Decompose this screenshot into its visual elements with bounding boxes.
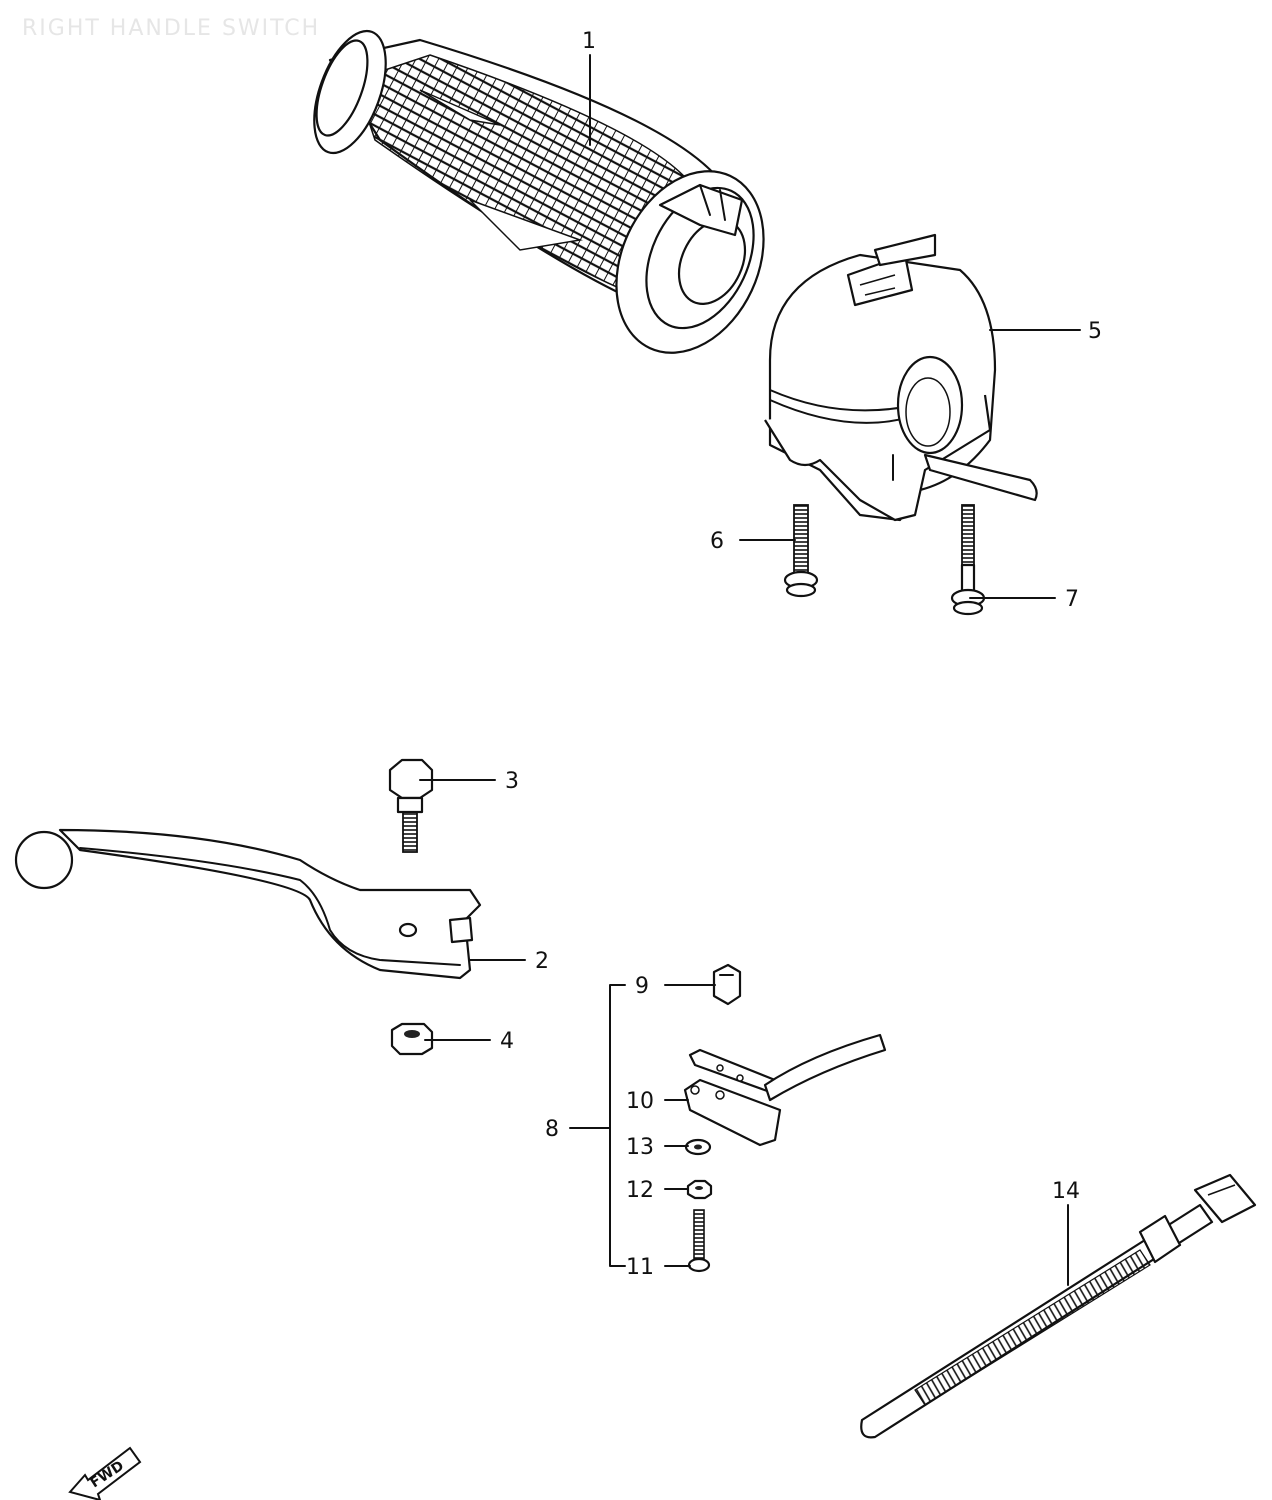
fwd-arrow: FWD — [68, 1446, 142, 1500]
callout-4: 4 — [500, 1029, 514, 1054]
callout-1: 1 — [582, 29, 596, 54]
diagram-title: RIGHT HANDLE SWITCH — [22, 16, 321, 41]
switch-screw — [687, 1209, 711, 1273]
throttle-grip — [313, 29, 765, 354]
callout-6: 6 — [710, 529, 724, 554]
screw-short — [783, 504, 819, 598]
callout-5: 5 — [1088, 319, 1102, 344]
callout-9: 9 — [635, 974, 649, 999]
switch-plunger — [712, 963, 742, 1006]
callout-14: 14 — [1052, 1179, 1080, 1204]
switch-body — [683, 1033, 887, 1147]
callout-8: 8 — [545, 1117, 559, 1142]
callout-7: 7 — [1065, 587, 1079, 612]
callout-11: 11 — [626, 1255, 654, 1280]
callout-12: 12 — [626, 1178, 654, 1203]
nut — [686, 1179, 713, 1200]
callout-labels: 1 2 3 4 5 6 7 8 9 10 11 12 13 14 — [500, 29, 1102, 1280]
washer — [684, 1138, 712, 1156]
screw-long — [950, 504, 986, 616]
callout-2: 2 — [535, 949, 549, 974]
cable-tie — [860, 1173, 1257, 1439]
callout-3: 3 — [505, 769, 519, 794]
callout-10: 10 — [626, 1089, 654, 1114]
handle-switch-housing — [764, 233, 1038, 522]
lever-nut — [390, 1022, 434, 1056]
callout-13: 13 — [626, 1135, 654, 1160]
lever-pivot-bolt — [388, 758, 434, 853]
leader-lines — [419, 54, 1081, 1286]
brake-lever — [14, 828, 482, 980]
